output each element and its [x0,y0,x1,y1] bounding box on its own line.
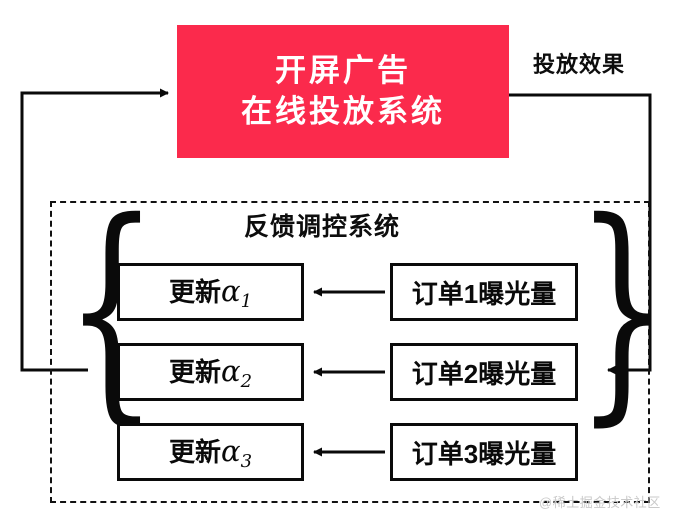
update-prefix-1: 更新 [168,276,221,307]
feedback-control-system-title: 反馈调控系统 [244,213,401,241]
order-impression-label-1: 订单1曝光量 [411,278,557,309]
alpha-symbol-2: α [220,353,241,388]
order-impression-box-2[interactable]: 订单2曝光量 [390,343,578,401]
update-prefix-3: 更新 [168,436,221,467]
update-alpha-label-1: 更新α1 [169,272,252,312]
order-impression-label-2: 订单2曝光量 [411,358,557,389]
system-title-line-2: 在线投放系统 [241,93,445,129]
feedback-loop-left-path [20,88,169,372]
right-brace: } [575,170,670,446]
system-title-line-1: 开屏广告 [275,52,411,88]
update-alpha-box-1[interactable]: 更新α1 [117,263,304,321]
update-prefix-2: 更新 [168,356,221,387]
online-delivery-system-box[interactable]: 开屏广告 在线投放系统 [177,25,509,158]
alpha-subscript-3: 3 [240,451,253,473]
update-alpha-box-2[interactable]: 更新α2 [117,343,304,401]
alpha-symbol-3: α [220,433,241,468]
alpha-symbol-1: α [220,273,241,308]
order-impression-label-3: 订单3曝光量 [411,438,557,469]
order-impression-box-3[interactable]: 订单3曝光量 [390,423,578,481]
delivery-effect-label: 投放效果 [533,52,626,77]
order-impression-box-1[interactable]: 订单1曝光量 [390,263,578,321]
feedback-control-container [50,201,650,503]
alpha-subscript-1: 1 [240,291,253,313]
effect-loop-right-path [509,93,652,375]
update-alpha-label-3: 更新α3 [169,432,252,472]
alpha-subscript-2: 2 [240,371,253,393]
update-alpha-label-2: 更新α2 [169,352,252,392]
update-alpha-box-3[interactable]: 更新α3 [117,423,304,481]
watermark: @稀土掘金技术社区 [539,495,661,510]
